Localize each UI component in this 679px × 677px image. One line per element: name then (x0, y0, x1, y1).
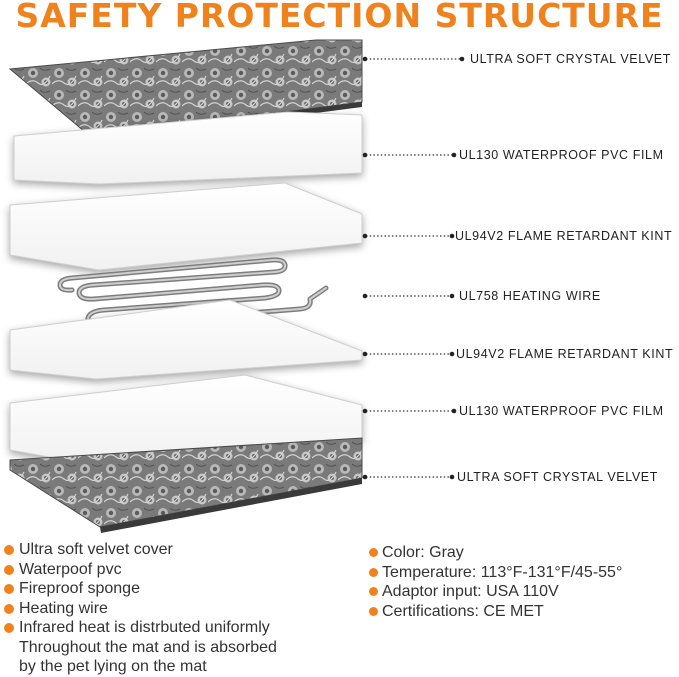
layer-pvc-film-top (13, 111, 363, 185)
spec-item: Color: Gray (369, 543, 622, 563)
bullet-icon (369, 606, 378, 616)
bullet-icon (369, 567, 378, 577)
spec-text: Temperature: 113°F-131°F/45-55° (382, 563, 623, 581)
feature-text: Fireproof sponge (19, 580, 140, 597)
spec-text: Certifications: CE MET (382, 602, 544, 620)
feature-item: Ultra soft velvet cover (4, 540, 277, 560)
feature-list: Ultra soft velvet cover Waterpoof pvc Fi… (4, 540, 277, 677)
bullet-icon (4, 623, 14, 633)
feature-text: Waterpoof pvc (19, 560, 122, 578)
leader-lines (366, 58, 462, 478)
feature-continuation: Throughout the mat and is absorbed (19, 638, 277, 656)
layer-label: UL94V2 FLAME RETARDANT KINT (456, 347, 674, 361)
bullet-icon (4, 545, 14, 555)
feature-text: Infrared heat is distrbuted uniformly (19, 619, 270, 636)
spec-text: Adaptor input: USA 110V (382, 583, 559, 600)
page-title: SAFETY PROTECTION STRUCTURE (15, 0, 664, 35)
spec-item: Certifications: CE MET (369, 602, 622, 622)
feature-item: Heating wire (4, 599, 277, 619)
layer-label: UL130 WATERPROOF PVC FILM (459, 148, 664, 162)
feature-text: Heating wire (19, 599, 108, 617)
feature-text: Ultra soft velvet cover (19, 541, 173, 558)
layer-label: UL758 HEATING WIRE (459, 289, 601, 303)
bullet-icon (4, 584, 14, 594)
spec-item: Temperature: 113°F-131°F/45-55° (369, 563, 622, 583)
layer-label: ULTRA SOFT CRYSTAL VELVET (470, 52, 671, 66)
feature-item: Waterpoof pvc (4, 560, 277, 580)
spec-text: Color: Gray (382, 544, 464, 561)
layer-flame-retardant-top (9, 182, 363, 271)
feature-item: Fireproof sponge (4, 579, 277, 599)
layer-flame-retardant-bottom (9, 299, 363, 380)
layer-heating-wire (57, 257, 329, 328)
feature-item: Infrared heat is distrbuted uniformly (4, 618, 277, 638)
leader-dots (362, 56, 465, 480)
bullet-icon (4, 603, 14, 614)
bullet-icon (4, 564, 14, 575)
layer-label: ULTRA SOFT CRYSTAL VELVET (457, 470, 658, 484)
feature-continuation: by the pet lying on the mat (19, 658, 207, 675)
bullet-icon (369, 587, 378, 596)
layer-label: UL94V2 FLAME RETARDANT KINT (455, 229, 673, 243)
spec-list: Color: Gray Temperature: 113°F-131°F/45-… (369, 543, 622, 621)
layer-label: UL130 WATERPROOF PVC FILM (459, 404, 664, 418)
layer-velvet-bottom (9, 437, 363, 533)
bullet-icon (369, 548, 378, 557)
spec-item: Adaptor input: USA 110V (369, 582, 622, 602)
